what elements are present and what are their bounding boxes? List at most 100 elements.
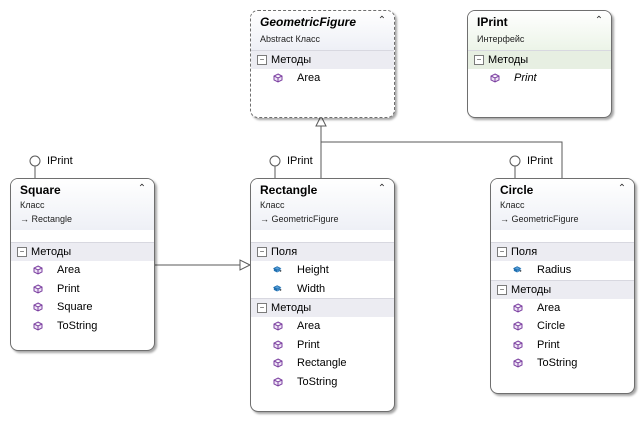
double-chevron-up-icon[interactable]: ⌃ (594, 15, 604, 26)
double-chevron-up-icon[interactable]: ⌃ (137, 183, 147, 194)
member-name: Print (514, 72, 537, 84)
member-name: ToString (297, 375, 338, 388)
member-name: Height (297, 264, 329, 276)
minus-expander-icon[interactable]: − (17, 247, 27, 258)
section-methods[interactable]: −Методы (251, 298, 394, 317)
method-cube-icon (273, 376, 283, 387)
minus-expander-icon[interactable]: − (497, 247, 507, 258)
class-kind: Abstract Класс (260, 34, 321, 44)
method-cube-icon (273, 358, 283, 368)
method-cube-icon (33, 283, 43, 294)
member-name: Circle (537, 320, 566, 332)
svg-text:*: * (280, 270, 282, 275)
member-row[interactable]: * Width (251, 280, 394, 299)
method-cube-icon (513, 339, 523, 350)
base-class: → GeometricFigure (500, 212, 626, 226)
class-square[interactable]: Square Класс → Rectangle ⌃ −Методы Area … (10, 178, 155, 351)
member-row[interactable]: Area (491, 299, 634, 318)
method-cube-icon (33, 265, 43, 275)
member-row[interactable]: Print (11, 280, 154, 299)
section-title: Методы (271, 302, 312, 314)
class-name: Square (20, 183, 61, 197)
lollipop-label-square: IPrint (47, 155, 73, 167)
minus-expander-icon[interactable]: − (497, 284, 507, 295)
member-row[interactable]: * Height (251, 261, 394, 280)
class-header: GeometricFigure Abstract Класс ⌃ (251, 11, 394, 50)
minus-expander-icon[interactable]: − (257, 247, 267, 258)
minus-expander-icon[interactable]: − (257, 303, 267, 314)
section-fields[interactable]: −Поля (251, 242, 394, 261)
inheritance-arrowhead-rectangle (239, 259, 252, 271)
member-name: Rectangle (297, 357, 347, 369)
member-name: Print (537, 338, 560, 351)
class-kind: Класс (260, 200, 285, 210)
member-row[interactable]: Area (251, 69, 394, 88)
member-row[interactable]: ToString (491, 354, 634, 373)
member-name: Area (537, 301, 561, 314)
section-fields[interactable]: −Поля (491, 242, 634, 261)
field-icon: * (513, 266, 522, 275)
double-chevron-up-icon[interactable]: ⌃ (617, 183, 627, 194)
method-cube-icon (513, 321, 523, 331)
class-kind: Класс (500, 200, 525, 210)
section-title: Поля (271, 246, 298, 258)
class-header: Square Класс → Rectangle ⌃ (11, 179, 154, 230)
member-name: ToString (57, 319, 98, 332)
base-class-name: GeometricFigure (271, 214, 339, 224)
member-row[interactable]: ToString (251, 373, 394, 392)
arrow-icon: → (260, 214, 269, 224)
member-row[interactable]: Circle (491, 317, 634, 336)
base-class: → GeometricFigure (260, 212, 386, 226)
arrow-icon: → (20, 214, 29, 224)
member-name: ToString (537, 357, 578, 369)
member-row[interactable]: Area (11, 261, 154, 280)
member-row[interactable]: Area (251, 317, 394, 336)
method-cube-icon (490, 73, 500, 83)
method-cube-icon (513, 302, 523, 313)
section-title: Методы (271, 54, 312, 66)
base-class: → Rectangle (20, 212, 146, 226)
section-title: Методы (511, 283, 552, 296)
member-row[interactable]: Print (491, 336, 634, 355)
class-name: IPrint (477, 15, 508, 29)
double-chevron-up-icon[interactable]: ⌃ (377, 15, 387, 26)
section-methods[interactable]: −Методы (491, 279, 634, 299)
method-cube-icon (33, 320, 43, 331)
member-row[interactable]: Square (11, 298, 154, 317)
section-methods[interactable]: −Методы (251, 50, 394, 69)
section-title: Методы (31, 246, 72, 258)
class-geometricfigure[interactable]: GeometricFigure Abstract Класс ⌃ −Методы… (250, 10, 395, 118)
member-name: Square (57, 301, 93, 313)
section-methods[interactable]: −Методы (11, 242, 154, 261)
member-name: Radius (537, 264, 572, 276)
minus-expander-icon[interactable]: − (257, 55, 267, 66)
method-cube-icon (273, 321, 283, 331)
class-circle[interactable]: Circle Класс → GeometricFigure ⌃ −Поля *… (490, 178, 635, 394)
member-row[interactable]: Rectangle (251, 354, 394, 373)
class-rectangle[interactable]: Rectangle Класс → GeometricFigure ⌃ −Пол… (250, 178, 395, 412)
member-row[interactable]: Print (251, 336, 394, 355)
class-header: Rectangle Класс → GeometricFigure ⌃ (251, 179, 394, 230)
lollipop-rectangle (269, 155, 281, 178)
class-kind: Класс (20, 200, 45, 210)
section-title: Поля (511, 246, 538, 258)
class-name: Rectangle (260, 183, 318, 197)
member-name: Width (297, 282, 326, 295)
method-cube-icon (273, 339, 283, 350)
member-row[interactable]: * Radius (491, 261, 634, 280)
method-cube-icon (513, 358, 523, 368)
member-name: Area (297, 72, 321, 84)
interface-iprint[interactable]: IPrint Интерфейс ⌃ −Методы Print (467, 10, 612, 118)
class-header: Circle Класс → GeometricFigure ⌃ (491, 179, 634, 230)
minus-expander-icon[interactable]: − (474, 55, 484, 66)
field-icon: * (273, 284, 282, 294)
member-row[interactable]: Print (468, 69, 611, 88)
double-chevron-up-icon[interactable]: ⌃ (377, 183, 387, 194)
lollipop-label-circle: IPrint (527, 155, 553, 167)
class-name: GeometricFigure (260, 15, 357, 29)
lollipop-square (29, 155, 41, 178)
member-row[interactable]: ToString (11, 317, 154, 336)
inheritance-line-circle (321, 141, 563, 178)
section-methods[interactable]: −Методы (468, 50, 611, 69)
